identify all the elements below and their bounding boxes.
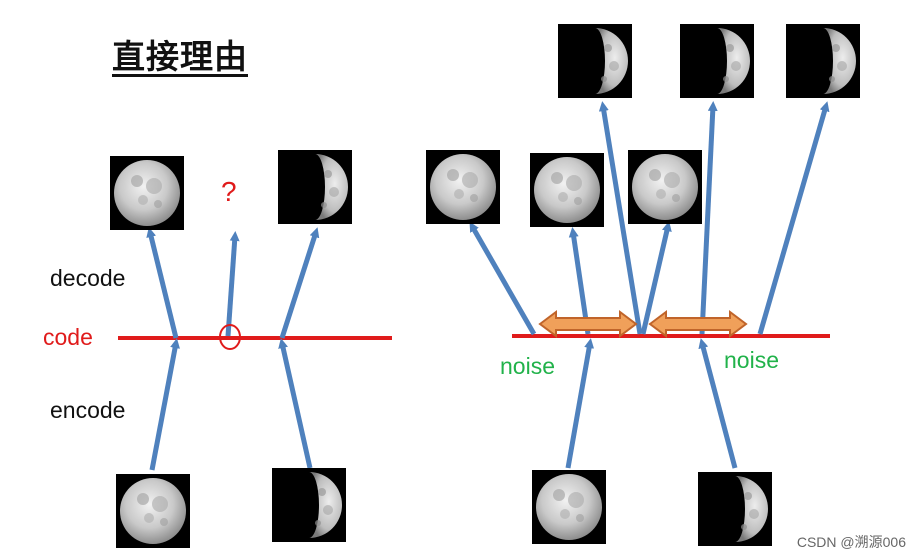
decode-arrow-1 [146,227,179,339]
half-moon-icon [680,24,754,98]
full-moon-icon [628,150,702,224]
noise-arrow-left [538,310,638,338]
full-moon-icon [426,150,500,224]
full-moon-icon [110,156,184,230]
decode-arrow-question [225,231,240,337]
full-moon-icon [116,474,190,548]
midpoint-circle [219,324,241,350]
watermark: CSDN @溯源006 [796,534,906,550]
decode-label: decode [50,265,126,291]
half-moon-icon [278,150,352,224]
page-title: 直接理由 [112,37,248,76]
half-moon-icon [558,24,632,98]
half-moon-icon [272,468,346,542]
encode-arrow-2 [278,338,313,469]
encode-arrow-1 [149,338,180,471]
half-moon-icon [786,24,860,98]
encode-arrow-3 [565,338,595,469]
decode-arrow-7 [699,101,718,335]
full-moon-icon [530,153,604,227]
full-moon-icon [532,470,606,544]
decode-arrow-2 [279,227,320,339]
noise-arrow-right [648,310,748,338]
decode-arrow-3 [469,221,537,336]
code-label: code [43,324,93,350]
encode-label: encode [50,397,126,423]
decode-arrow-5 [598,101,643,335]
encode-arrow-4 [698,338,738,469]
decode-arrow-6 [640,221,672,335]
decode-arrow-8 [757,101,830,335]
question-mark: ? [221,176,237,207]
half-moon-icon [698,472,772,546]
noise-label-right: noise [724,347,779,373]
noise-label-left: noise [500,353,555,379]
